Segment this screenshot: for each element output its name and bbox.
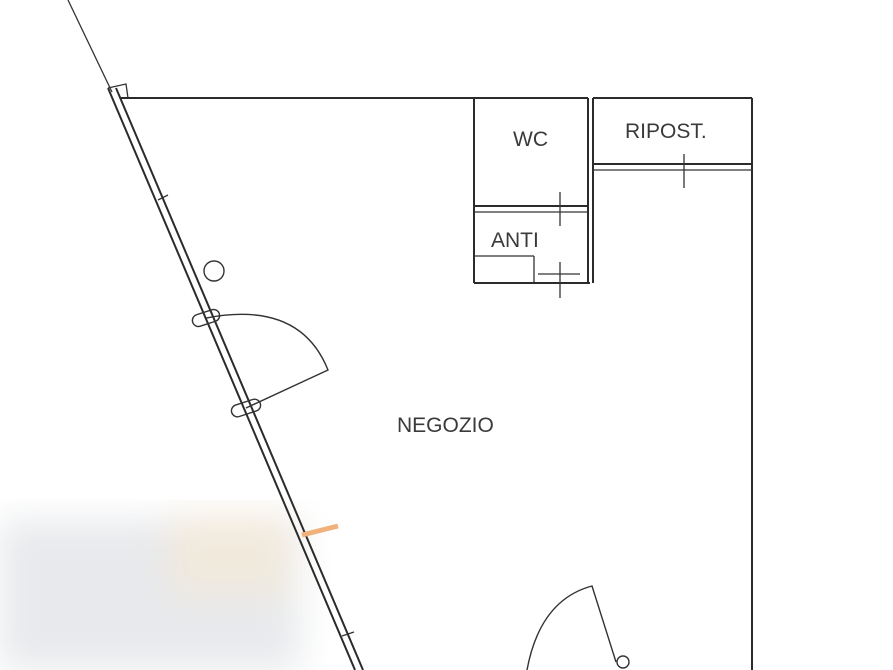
blurred-area [0, 515, 300, 670]
facade-wall-outer [107, 87, 356, 670]
facade-guide-line [67, 0, 113, 93]
room-label-anti: ANTI [491, 229, 539, 252]
facade-corner [107, 83, 129, 99]
entrance-door [191, 260, 329, 418]
ripost-block [592, 97, 753, 670]
wc-anti-block [473, 97, 590, 298]
facade-wall-inner [115, 87, 364, 670]
room-label-negozio: NEGOZIO [397, 414, 494, 437]
orange-mark [301, 523, 339, 538]
bottom-door [526, 585, 630, 670]
facade-tick [341, 631, 355, 637]
facade-tick [157, 194, 169, 201]
room-label-ripost: RIPOST. [625, 120, 707, 143]
room-label-wc: WC [513, 128, 548, 151]
